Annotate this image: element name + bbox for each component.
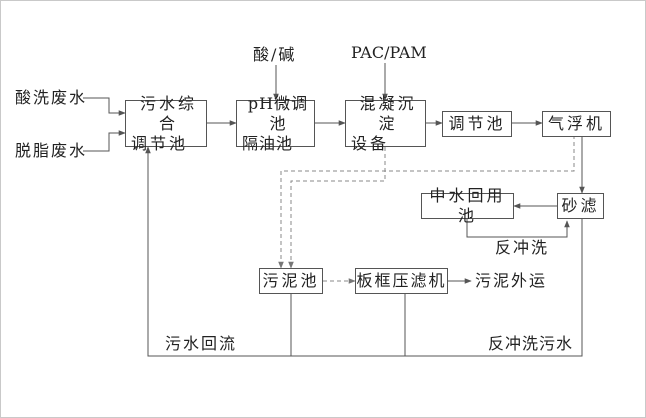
arrow-acid-wash [83,97,126,116]
arrow-degrease [83,130,126,152]
equalization-line-2: 调节池 [131,133,189,153]
box-sludge-tank: 污泥池 [259,268,323,294]
ph-line-2: 隔油池 [242,133,294,153]
label-degreasing-wastewater: 脱脂废水 [15,141,88,160]
box-equalization-tank: 污水综合 调节池 [125,94,207,153]
line-backwash-sewage [145,146,583,357]
label-acid-wash-wastewater: 酸洗废水 [15,88,88,107]
label-return-flow: 污水回流 [165,334,238,353]
label-acid-alkali: 酸/碱 [253,45,297,64]
arrow-backwash [466,219,570,238]
coag-line-1: 混凝沉淀 [359,93,417,133]
box-ph-oil-tank: pH微调池 隔油池 [236,94,315,153]
box-adjust-tank: 调节池 [442,111,512,137]
label-pac-pam: PAC/PAM [351,43,427,62]
coag-line-2: 设备 [351,133,390,153]
box-reuse-tank: 中水回用池 [421,186,514,225]
label-backwash-sewage: 反冲洗污水 [488,334,574,353]
box-sand-filter: 砂滤 [557,193,604,219]
box-coagulation-equipment: 混凝沉淀 设备 [345,94,426,153]
label-sludge-out: 污泥外运 [475,271,548,290]
dashed-flot-sludge [278,135,575,269]
ph-line-1: pH微调池 [247,93,309,133]
box-flotation: 气浮机 [542,111,611,137]
label-backwash: 反冲洗 [495,238,550,257]
dashed-coag-sludge [288,147,386,269]
equalization-line-1: 污水综合 [139,93,197,133]
box-filter-press: 板框压滤机 [355,268,448,294]
